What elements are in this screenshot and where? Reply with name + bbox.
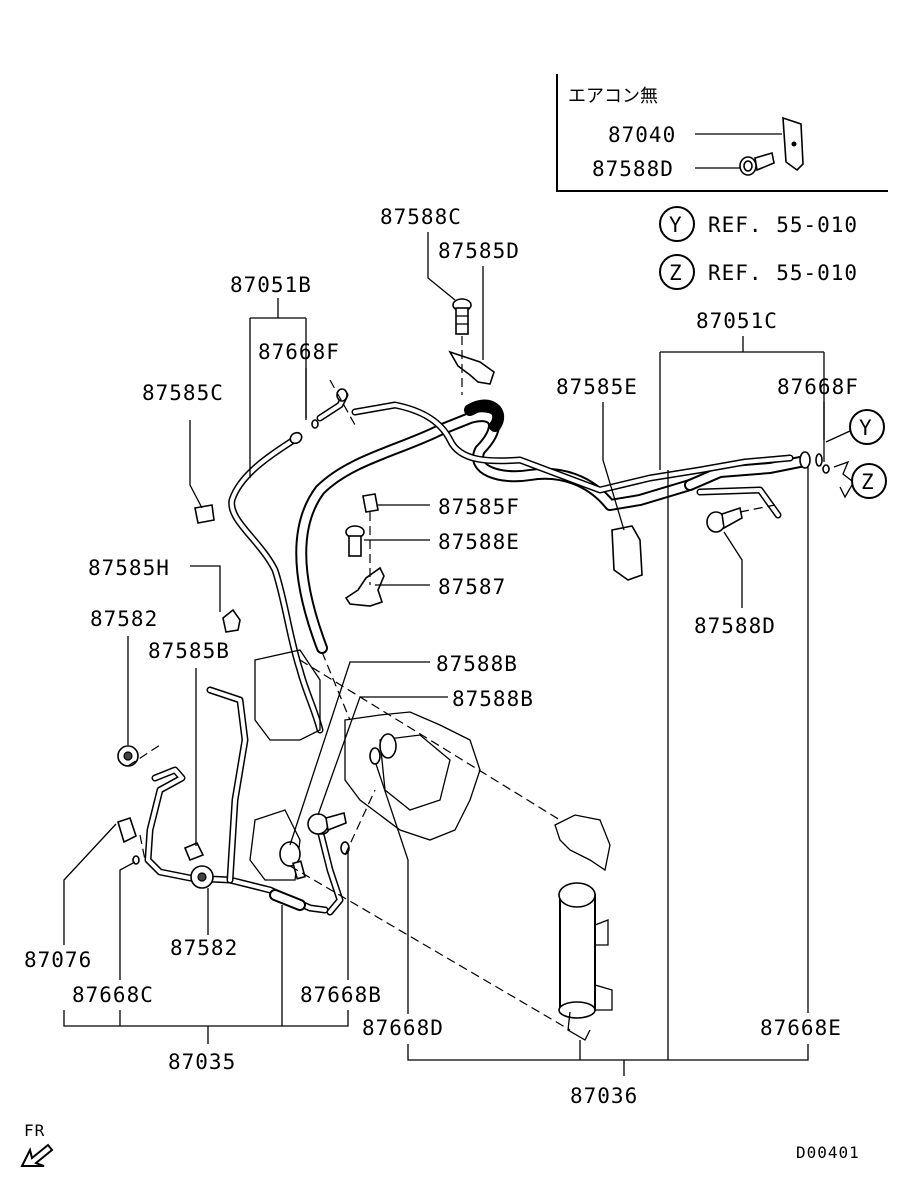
connector-z: Z: [833, 460, 887, 499]
connector-y: Y: [825, 409, 885, 445]
ref-z-letter: Z: [669, 261, 683, 285]
compressor-sketch: [249, 649, 481, 881]
svg-text:Z: Z: [861, 470, 875, 494]
label-87588D-inset: 87588D: [592, 157, 674, 181]
label-87585C: 87585C: [142, 381, 224, 405]
label-87585B: 87585B: [148, 639, 230, 663]
bolt-87588D-icon: [706, 506, 743, 533]
nut-87582-bottom-icon: [190, 865, 214, 889]
label-87588B-1: 87588B: [436, 652, 518, 676]
ref-y-letter: Y: [669, 213, 683, 237]
label-87668C: 87668C: [72, 983, 154, 1007]
receiver-drier-sketch: [554, 814, 613, 1041]
bolt-87588D-inset-icon: [739, 151, 775, 176]
label-87585D: 87585D: [438, 239, 520, 263]
fr-label: FR: [24, 1121, 45, 1140]
pipe-87035: [144, 686, 344, 916]
label-87585E: 87585E: [556, 375, 638, 399]
svg-text:Y: Y: [859, 416, 873, 440]
label-87668F-right: 87668F: [777, 375, 859, 399]
clip-87585F-icon: [362, 493, 379, 513]
label-87668E: 87668E: [760, 1016, 842, 1040]
diagram-code: D00401: [796, 1143, 860, 1162]
clip-87585H-icon: [222, 608, 241, 633]
label-87588B-2: 87588B: [452, 687, 534, 711]
label-87076: 87076: [24, 948, 92, 972]
inset-title: エアコン無: [568, 86, 658, 107]
oring-87668F-right-icon: [822, 464, 830, 474]
ref-y-text: REF. 55-010: [708, 213, 858, 237]
label-87582-top: 87582: [90, 607, 158, 631]
fr-arrow-icon: [20, 1143, 54, 1167]
pipe-suction-87036: [295, 399, 811, 654]
label-87587: 87587: [438, 575, 506, 599]
label-87588D: 87588D: [694, 614, 776, 638]
label-87582-bottom: 87582: [170, 936, 238, 960]
pipe-liquid-87051C: [351, 401, 794, 519]
label-87668B: 87668B: [300, 983, 382, 1007]
oring-87668E-icon: [815, 453, 823, 467]
nut-87582-top-icon: [117, 745, 139, 767]
label-87051B: 87051B: [230, 273, 312, 297]
label-87036: 87036: [570, 1084, 638, 1108]
switch-87076-icon: [117, 816, 137, 844]
pipe-87051B: [228, 388, 349, 734]
ref-y: Y REF. 55-010: [659, 206, 858, 242]
fr-indicator: FR: [20, 1121, 54, 1167]
label-87585H: 87585H: [88, 556, 170, 580]
leader-lines: [63, 232, 825, 1076]
ref-z-text: REF. 55-010: [708, 261, 858, 285]
oring-87668D-icon: [369, 747, 381, 765]
label-87035: 87035: [168, 1050, 236, 1074]
bolt-87588C-icon: [452, 298, 472, 335]
callout-labels: 87588C 87585D 87051B 87668F 87585C 87051…: [24, 205, 859, 1108]
clip-87585E-icon: [611, 525, 643, 581]
label-87585F: 87585F: [438, 495, 520, 519]
bolt-87588E-icon: [345, 525, 365, 557]
clip-87585B-icon: [183, 841, 205, 862]
ref-z: Z REF. 55-010: [659, 254, 858, 290]
clip-87585C-icon: [194, 504, 215, 524]
clamp-87585D-icon: [448, 350, 495, 385]
bracket-87587-icon: [344, 566, 385, 607]
bolt-87588B-1-icon: [279, 841, 306, 880]
label-87051C: 87051C: [696, 309, 778, 333]
label-87040: 87040: [608, 123, 676, 147]
label-87588C: 87588C: [380, 205, 462, 229]
bolt-87588B-2-icon: [307, 811, 347, 835]
label-87668F-left: 87668F: [258, 340, 340, 364]
label-87668D: 87668D: [362, 1016, 444, 1040]
label-87588E: 87588E: [438, 530, 520, 554]
guide-lines: [127, 336, 776, 1031]
inset-box: エアコン無 87040 87588D: [556, 74, 888, 192]
